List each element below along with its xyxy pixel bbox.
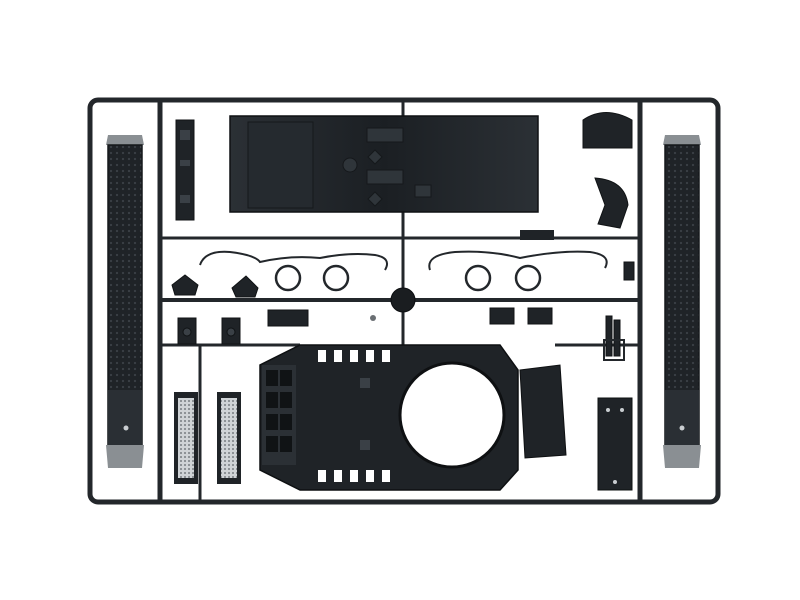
turret-ring-opening — [398, 361, 506, 469]
small-parts-left — [171, 274, 309, 345]
side-bracket-part — [175, 119, 195, 221]
small-parts-right — [489, 261, 635, 361]
rear-plate-part — [597, 397, 633, 491]
hose-parts — [199, 250, 608, 271]
track-left-hole — [123, 425, 129, 431]
central-hub — [370, 287, 416, 321]
hull-bottom-plate — [259, 344, 519, 491]
track-right-hole — [679, 425, 685, 431]
hull-grille — [266, 370, 292, 452]
hull-slots-bottom — [318, 470, 390, 482]
track-right — [663, 135, 701, 468]
hull-top-plate — [229, 115, 554, 240]
mesh-screens — [174, 392, 241, 484]
track-left — [106, 135, 144, 468]
wheel-rings — [274, 264, 542, 292]
hull-slots-top — [318, 350, 390, 362]
hull-side-plate — [519, 364, 567, 459]
curved-mantlet-parts — [582, 112, 633, 229]
